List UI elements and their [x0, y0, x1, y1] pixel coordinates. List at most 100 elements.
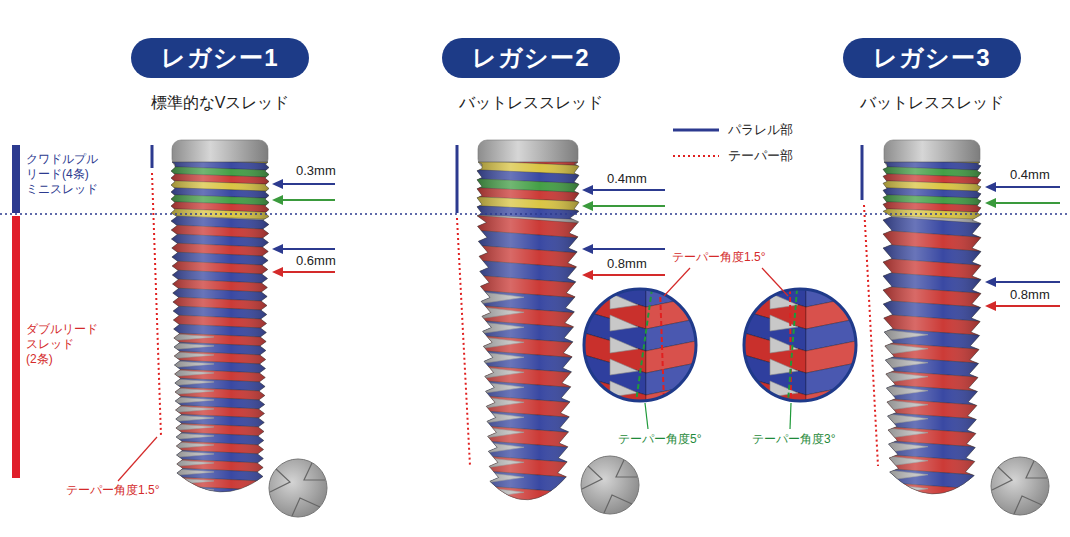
parallel-line [861, 145, 864, 200]
pitch-arrow [985, 182, 1060, 192]
drawing-part [280, 271, 335, 273]
drawing-part [584, 289, 696, 401]
drawing-part [985, 277, 996, 287]
drawing-part [584, 289, 696, 401]
drawing-part [280, 248, 335, 250]
drawing-part [993, 186, 1060, 188]
thread-stripe [862, 131, 1002, 143]
implant-outline [477, 162, 579, 500]
shading [876, 154, 988, 532]
thread-stripe [458, 499, 598, 525]
legend-item: パラレル部 [672, 121, 793, 139]
thread-stripe [458, 514, 598, 537]
drawing-part [992, 467, 1012, 490]
taper-angle: テーパー角度3° [752, 432, 835, 447]
divider-line [0, 213, 1070, 215]
region-label: ダブルリード スレッド (2条) [26, 322, 102, 367]
drawing-part [604, 495, 632, 513]
thread-stripe [862, 124, 1002, 136]
leader-lines [118, 268, 791, 481]
parallel-line [151, 145, 154, 168]
cross-section [269, 459, 327, 517]
title-text: レガシー1 [161, 42, 278, 74]
taper-line [152, 173, 161, 436]
flute-face [770, 359, 798, 375]
pitch-arrow [272, 244, 335, 254]
drawing-part [1014, 496, 1042, 514]
drawing-part [582, 185, 593, 195]
drawing-part [744, 289, 856, 401]
subtitle: バットレススレッド [860, 93, 1004, 113]
flute-face [770, 249, 798, 265]
subtitle: バットレススレッド [459, 93, 603, 113]
taper-line [457, 218, 470, 466]
thread-stripe [150, 503, 290, 518]
pitch-arrow [582, 185, 665, 195]
drawing-part [762, 268, 788, 296]
thread-band [744, 377, 806, 417]
drawing-part [590, 205, 665, 207]
drawing-part [660, 289, 664, 402]
pitch-dimension: 0.8mm [1010, 287, 1050, 303]
shading [164, 154, 276, 526]
thread-stripe [150, 124, 290, 136]
thread-stripe [150, 145, 290, 157]
drawing-part [852, 154, 1012, 532]
legend-item: テーパー部 [672, 147, 793, 165]
title-pill: レガシー3 [843, 38, 1021, 78]
legend-line [673, 129, 719, 132]
flute-face [610, 271, 638, 287]
drawing-part [985, 182, 996, 192]
drawing-part [993, 202, 1060, 204]
drawing-part [985, 198, 996, 208]
drawing-part [1026, 461, 1047, 478]
thread-stripe [862, 138, 1002, 150]
implant-outline [171, 162, 269, 492]
flute-face [610, 359, 638, 375]
flute-face [770, 403, 798, 419]
legend-line [673, 155, 719, 157]
pitch-arrow [582, 244, 665, 254]
thread-stripe [458, 133, 598, 148]
legend-text: パラレル部 [728, 121, 793, 139]
region-bar [12, 145, 20, 213]
shading [470, 154, 586, 536]
drawing-part [590, 189, 665, 191]
drawing-part [985, 301, 996, 311]
implant [140, 124, 300, 527]
thread-stripe [862, 495, 1002, 519]
pitch-dimension: 0.4mm [607, 171, 647, 187]
implant [852, 124, 1012, 533]
implant-outline [883, 162, 981, 494]
drawing-part [636, 289, 652, 402]
drawing-part [590, 274, 665, 276]
drawing-part [272, 267, 283, 277]
drawing-part [664, 268, 690, 296]
drawing-part [645, 403, 648, 429]
drawing-part [582, 244, 593, 254]
drawing-part [993, 305, 1060, 307]
thread-stripe [458, 142, 598, 157]
thread-flank [806, 253, 856, 285]
drawing-part [272, 195, 283, 205]
drawing-part [581, 456, 639, 514]
legend-text: テーパー部 [728, 147, 793, 165]
pitch-arrow [272, 195, 335, 205]
pitch-dimension: 0.6mm [296, 253, 336, 269]
drawing-part [280, 183, 335, 185]
flute-face [610, 403, 638, 419]
pitch-arrow [582, 270, 665, 280]
pitch-arrow [272, 179, 335, 189]
pitch-arrow [272, 267, 335, 277]
drawing-part [272, 244, 283, 254]
title-pill: レガシー1 [131, 38, 309, 78]
drawing-part [991, 457, 1049, 515]
pitch-arrow [985, 198, 1060, 208]
region-label: クワドルプル リード(4条) ミニスレッド [26, 152, 102, 197]
taper-angle: テーパー角度1.5° [66, 483, 159, 498]
pitch-dimension: 0.4mm [1010, 167, 1050, 183]
legend-swatch [672, 125, 720, 135]
taper-angle: テーパー角度1.5° [672, 250, 765, 265]
